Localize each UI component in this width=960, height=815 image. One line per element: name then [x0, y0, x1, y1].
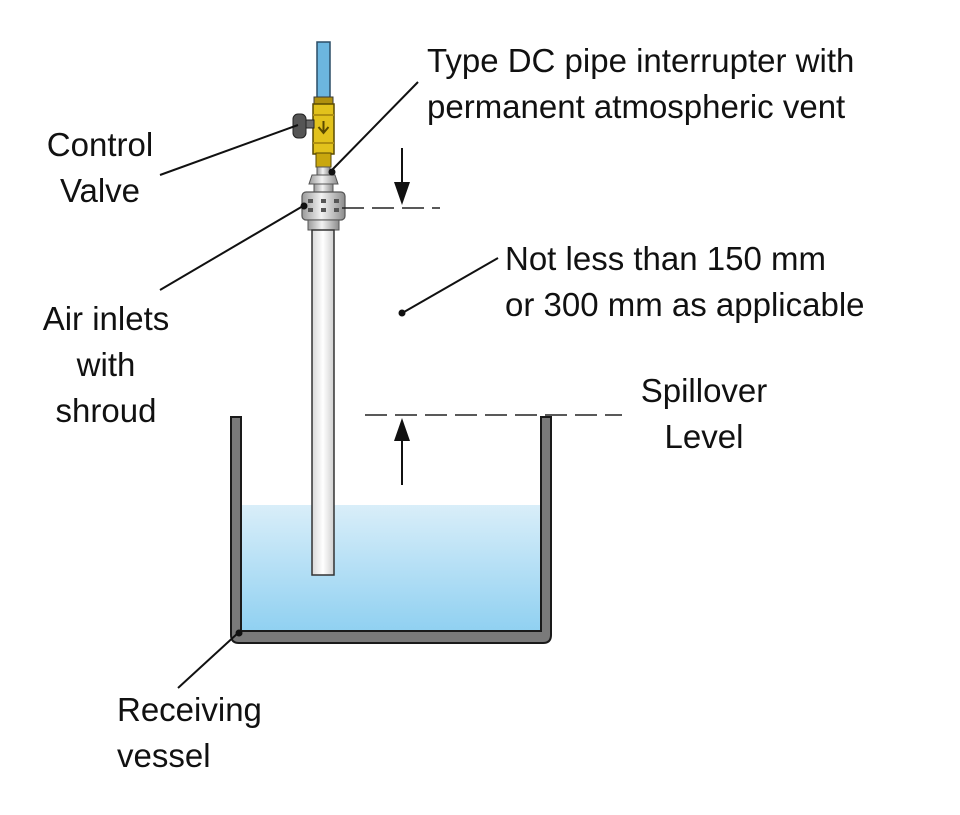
spillover-label-line-2: Level: [664, 418, 744, 455]
interrupter-label-line-2: permanent atmospheric vent: [427, 88, 846, 125]
air-inlets-label-line-1: Air inlets: [42, 300, 170, 337]
spillover-label: Spillover Level: [614, 368, 794, 460]
leader-interrupter: [329, 81, 419, 173]
receiving-vessel-label-line-2: vessel: [117, 737, 211, 774]
receiving-vessel-label: Receiving vessel: [117, 687, 262, 779]
pipe-interrupter: [301, 166, 346, 231]
gap-note-label-line-2: or 300 mm as applicable: [505, 286, 865, 323]
spillover-label-line-1: Spillover: [640, 372, 768, 409]
supply-pipe: [316, 41, 331, 101]
leader-control-valve: [159, 124, 299, 176]
arrow-down-icon: [317, 121, 330, 135]
control-valve-label-line-2: Valve: [59, 172, 141, 209]
control-valve-label: Control Valve: [20, 122, 180, 214]
interrupter-label: Type DC pipe interrupter with permanent …: [427, 38, 854, 130]
leader-gap-note: [403, 257, 499, 313]
gap-note-label: Not less than 150 mm or 300 mm as applic…: [505, 236, 865, 328]
dimension-arrow-bottom: [394, 418, 410, 485]
air-inlets-shroud: [301, 191, 346, 221]
air-inlets-label-line-2: with: [76, 346, 136, 383]
control-valve: [292, 96, 335, 168]
water: [240, 505, 541, 633]
control-valve-label-line-1: Control: [46, 126, 154, 163]
leader-receiving-vessel: [177, 632, 239, 689]
interrupter-label-line-1: Type DC pipe interrupter with: [427, 42, 855, 79]
leader-air-inlets: [159, 205, 304, 291]
outlet-pipe: [311, 229, 335, 576]
air-inlets-label: Air inlets with shroud: [20, 296, 192, 434]
receiving-vessel-label-line-1: Receiving: [117, 691, 262, 728]
leader-lines: [159, 81, 499, 689]
dimension-arrow-top: [394, 148, 410, 205]
gap-note-label-line-1: Not less than 150 mm: [505, 240, 826, 277]
air-inlets-label-line-3: shroud: [55, 392, 157, 429]
